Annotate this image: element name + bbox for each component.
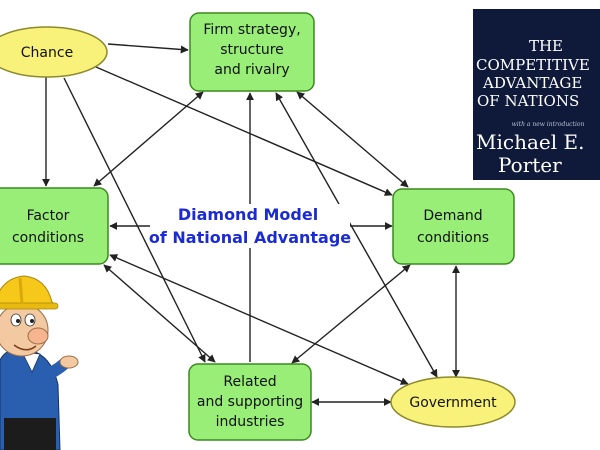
demand-conditions-box xyxy=(392,188,515,265)
related-industries-line-3: industries xyxy=(216,414,285,430)
arrow-firm-demand xyxy=(296,91,409,188)
government-oval xyxy=(390,376,516,428)
government-label: Government xyxy=(409,395,497,411)
demand-conditions-line-2: conditions xyxy=(417,230,489,246)
book-title-line-3: ADVANTAGE xyxy=(482,74,582,92)
arrow-factor-related xyxy=(103,264,216,363)
arrow-chance-to-firm xyxy=(107,43,189,54)
node-chance: Chance xyxy=(0,26,108,78)
book-cover: THE COMPETITIVE ADVANTAGE OF NATIONS wit… xyxy=(473,9,600,180)
related-industries-line-2: and supporting xyxy=(197,394,303,410)
book-author-line-1: Michael E. xyxy=(476,130,584,154)
firm-strategy-line-3: and rivalry xyxy=(214,62,289,78)
book-cover-background xyxy=(473,9,600,180)
arrow-demand-related xyxy=(291,264,411,364)
factor-conditions-line-2: conditions xyxy=(12,230,84,246)
book-author-line-2: Porter xyxy=(498,153,562,177)
factor-conditions-line-1: Factor xyxy=(27,208,70,224)
related-industries-box xyxy=(188,363,312,441)
firm-strategy-box xyxy=(189,12,315,92)
chance-label: Chance xyxy=(21,45,73,61)
arrow-firm-factor xyxy=(93,91,204,187)
book-title-line-4: OF NATIONS xyxy=(477,92,579,110)
center-title-line-2: of National Advantage xyxy=(149,228,351,247)
firm-strategy-line-2: structure xyxy=(220,42,284,58)
node-government: Government xyxy=(390,376,516,428)
node-firm-strategy: Firm strategy, structure and rivalry xyxy=(189,12,315,92)
node-factor-conditions: Factor conditions xyxy=(0,187,109,265)
book-title-line-2: COMPETITIVE xyxy=(476,56,590,74)
demand-conditions-line-1: Demand xyxy=(423,208,482,224)
construction-worker-icon xyxy=(0,275,79,450)
related-industries-line-1: Related xyxy=(223,374,276,390)
chance-oval xyxy=(0,26,108,78)
node-demand-conditions: Demand conditions xyxy=(392,188,515,265)
firm-strategy-line-1: Firm strategy, xyxy=(203,22,300,38)
node-related-industries: Related and supporting industries xyxy=(188,363,312,441)
center-title-backdrop xyxy=(150,204,350,248)
factor-conditions-box xyxy=(0,187,109,265)
center-title-line-1: Diamond Model xyxy=(178,205,318,224)
book-title-line-1: THE xyxy=(529,37,563,55)
center-title: Diamond Model of National Advantage xyxy=(149,204,351,248)
book-subtitle: with a new introduction xyxy=(512,121,585,128)
